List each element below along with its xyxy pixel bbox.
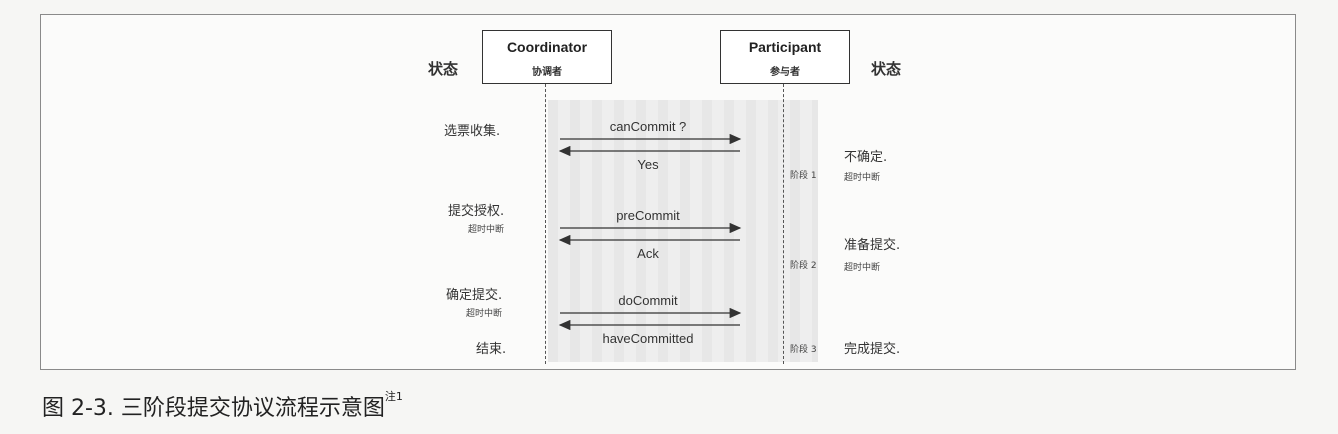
message-band	[548, 100, 818, 362]
figure-caption: 图 2-3. 三阶段提交协议流程示意图注1	[42, 390, 403, 422]
message-label: doCommit	[618, 293, 678, 308]
participant-lifeline	[783, 84, 784, 364]
participant-state-note: 超时中断	[844, 263, 881, 273]
coordinator-state: 结束.	[476, 342, 507, 357]
participant-state: 不确定.	[844, 150, 888, 165]
participant-subtitle: 参与者	[770, 67, 800, 78]
coordinator-state-note: 超时中断	[466, 309, 503, 319]
caption-text: 图 2-3. 三阶段提交协议流程示意图	[42, 396, 385, 421]
state-header-left: 状态	[428, 60, 459, 78]
coordinator-state: 提交授权.	[448, 204, 505, 219]
state-header-right: 状态	[871, 60, 902, 78]
phase-label: 阶段 1	[790, 171, 817, 181]
message-label: Ack	[637, 246, 659, 261]
message-label: Yes	[637, 157, 659, 172]
coordinator-subtitle: 协调者	[532, 67, 562, 78]
coordinator-state-note: 超时中断	[468, 225, 505, 235]
participant-state: 完成提交.	[844, 342, 901, 357]
phase-label: 阶段 2	[790, 261, 817, 271]
coordinator-state: 确定提交.	[446, 288, 503, 303]
phase-label: 阶段 3	[790, 345, 817, 355]
coordinator-state: 选票收集.	[444, 124, 501, 139]
message-label: haveCommitted	[602, 331, 694, 346]
coordinator-name: Coordinator	[506, 39, 588, 55]
coordinator-lifeline	[545, 84, 546, 364]
message-label: preCommit	[616, 208, 680, 223]
participant-box: Participant 参与者	[720, 30, 850, 84]
participant-state-note: 超时中断	[844, 173, 881, 183]
caption-footnote: 注1	[384, 390, 403, 403]
message-label: canCommit ?	[609, 119, 687, 134]
coordinator-box: Coordinator 协调者	[482, 30, 612, 84]
participant-name: Participant	[748, 39, 822, 55]
participant-state: 准备提交.	[844, 238, 901, 253]
